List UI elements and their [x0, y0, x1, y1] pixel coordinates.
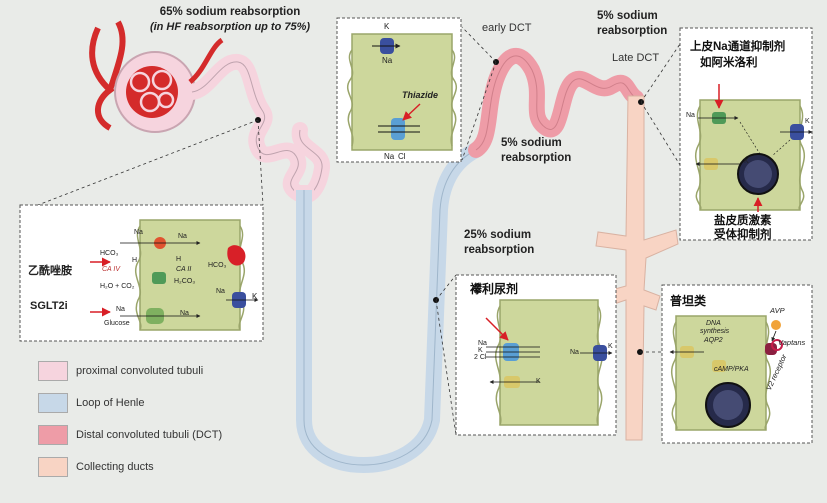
cd-k-right: K — [805, 118, 810, 125]
loop-k: K — [478, 347, 483, 354]
avp-label: AVP — [770, 306, 785, 315]
proximal-tubule — [184, 54, 330, 204]
prox-h-left: H — [132, 257, 138, 264]
thiazide-k: K — [384, 22, 390, 31]
enac-title-2: 如阿米洛利 — [700, 57, 758, 69]
dna-label-1: DNA — [706, 320, 721, 327]
loop-na: Na — [478, 340, 487, 347]
proximal-percent-label: 65% sodium reabsorption — [159, 6, 301, 18]
vaptans-label: Vaptans — [778, 338, 806, 347]
prox-h2o-co2: H₂O + CO₂ — [100, 283, 135, 290]
camp-label: cAMP/PKA — [714, 366, 749, 373]
legend-swatch — [38, 457, 68, 477]
prox-h-mid: H — [176, 256, 182, 263]
proximal-panel — [19, 204, 264, 342]
arrow-icon — [402, 103, 421, 121]
mra-label-2: 受体抑制剂 — [714, 229, 772, 241]
loop-cl: 2 Cl — [474, 354, 487, 361]
aqp2-label: AQP2 — [704, 337, 723, 344]
prox-k-right: K — [252, 292, 258, 301]
transporter-icon — [391, 118, 405, 140]
prox-na-right: Na — [216, 288, 225, 295]
legend-swatch — [38, 425, 68, 445]
thiazide-drug: Thiazide — [402, 90, 439, 100]
loop-na-right: Na — [570, 349, 579, 356]
thiazide-cl: Cl — [398, 152, 406, 161]
loop-diuretic-title: 襻利尿剂 — [470, 282, 519, 296]
proximal-hf-label: (in HF reabsorption up to 75%) — [149, 21, 311, 33]
legend-item-proximal: proximal convoluted tubuli — [38, 360, 203, 382]
collecting-duct — [595, 95, 679, 441]
loop-of-henle — [296, 142, 480, 473]
legend-item-dct: Distal convoluted tubuli (DCT) — [38, 424, 222, 446]
legend-label: proximal convoluted tubuli — [76, 365, 204, 377]
collecting-panel — [679, 27, 813, 241]
prox-hco3-right: HCO₃ — [208, 262, 227, 269]
dct-percent-label-2: reabsorption — [597, 25, 668, 37]
late-dct-label: Late DCT — [612, 52, 660, 64]
dct-percent-label-1: 5% sodium — [597, 10, 658, 22]
prox-na-top: Na — [178, 233, 187, 240]
prox-na-bottom: Na — [116, 306, 125, 313]
cd-k: K — [744, 158, 749, 165]
legend-label: Distal convoluted tubuli (DCT) — [76, 429, 223, 441]
dna-label-2: synthesis — [700, 328, 730, 335]
prox-ca-ii: CA II — [176, 266, 192, 273]
acetazolamide-label: 乙酰唑胺 — [28, 265, 72, 277]
prox-na-far: Na — [180, 310, 189, 317]
mra-label-1: 盐皮质激素 — [714, 215, 772, 227]
loop-k-bottom: K — [536, 378, 541, 385]
vaptan-title: 普坦类 — [670, 294, 707, 308]
mid-percent-label-1: 5% sodium — [501, 137, 562, 149]
loop-panel — [455, 274, 617, 436]
loop-percent-label-1: 25% sodium — [464, 229, 532, 241]
thiazide-na: Na — [384, 152, 395, 161]
legend-swatch — [38, 361, 68, 381]
sglt2i-label: SGLT2i — [30, 300, 68, 312]
prox-h2co3: H₂CO₃ — [174, 278, 196, 285]
cd-na: Na — [686, 112, 695, 119]
vasopressin-panel — [661, 284, 813, 444]
legend-item-loop: Loop of Henle — [38, 392, 145, 414]
prox-hco3-left: HCO₃ — [100, 250, 119, 257]
glomerulus-icon — [89, 20, 224, 133]
prox-na1: Na — [134, 229, 143, 236]
legend-label: Collecting ducts — [76, 461, 154, 473]
prox-glucose: Glucose — [104, 320, 130, 327]
legend-label: Loop of Henle — [76, 397, 145, 409]
enac-title-1: 上皮Na通道抑制剂 — [690, 41, 786, 53]
mid-percent-label-2: reabsorption — [501, 152, 572, 164]
loop-percent-label-2: reabsorption — [464, 244, 535, 256]
prox-ca-iv: CA IV — [102, 266, 121, 273]
legend-item-collecting: Collecting ducts — [38, 456, 154, 478]
loop-k-right: K — [608, 343, 613, 350]
thiazide-panel — [336, 17, 462, 163]
early-dct-label: early DCT — [482, 22, 532, 34]
thiazide-na-top: Na — [382, 56, 393, 65]
legend-swatch — [38, 393, 68, 413]
